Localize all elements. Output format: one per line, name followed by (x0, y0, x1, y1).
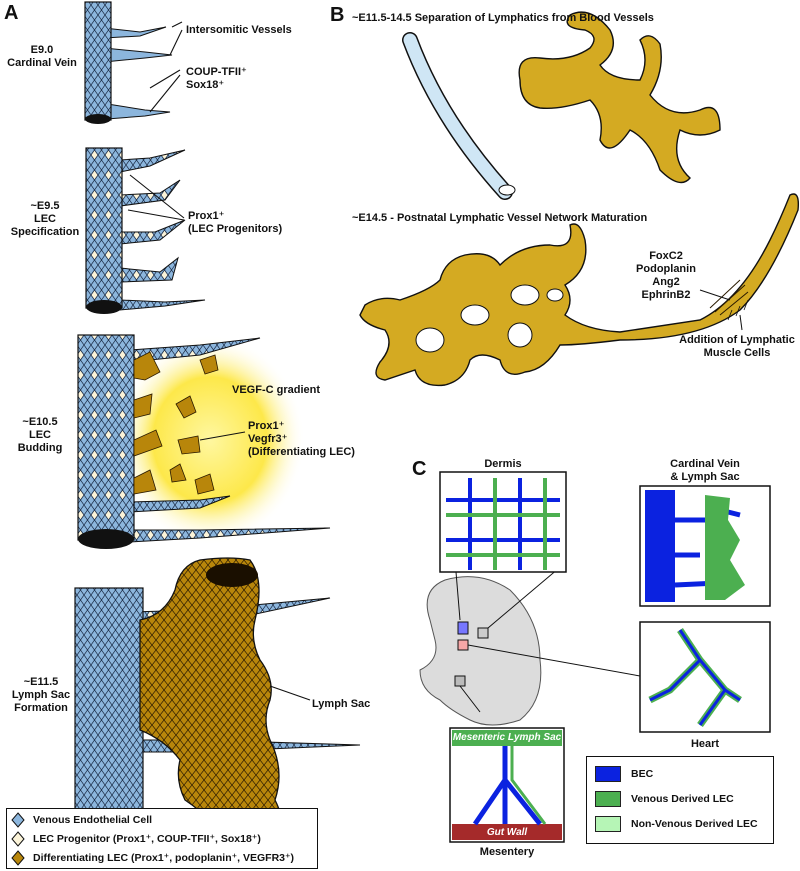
panelB-lymph-early (518, 11, 721, 184)
intersomitic-label: Intersomitic Vessels (186, 24, 292, 36)
muscle-cells-label: Addition of Lymphatic Muscle Cells (679, 334, 795, 359)
panelB-title1: ~E11.5-14.5 Separation of Lymphatics fro… (352, 12, 654, 24)
panelB-lymph-network (359, 193, 800, 387)
mesentery-panel (449, 727, 565, 843)
heart-label: Heart (690, 738, 720, 750)
panel-label-a: A (4, 2, 19, 24)
cardinal-label: Cardinal Vein & Lymph Sac (670, 458, 740, 483)
panelB-title2: ~E14.5 - Postnatal Lymphatic Vessel Netw… (352, 212, 648, 224)
legend-c-row: Venous Derived LEC (587, 786, 773, 811)
venous-lec-swatch (595, 790, 621, 807)
legend-panel-a: Venous Endothelial Cell LEC Progenitor (… (6, 808, 318, 869)
legend-c-row: BEC (587, 761, 773, 786)
legend-a-row: Venous Endothelial Cell (7, 810, 317, 829)
stage4-lymph-sac (74, 557, 361, 848)
legend-a-label: LEC Progenitor (Prox1⁺, COUP-TFII⁺, Sox1… (33, 832, 261, 845)
dermis-panel (439, 471, 567, 573)
coup-label: COUP-TFII⁺ Sox18⁺ (186, 66, 247, 91)
legend-panel-c: BEC Venous Derived LEC Non-Venous Derive… (586, 756, 774, 844)
dermis-label: Dermis (484, 458, 522, 470)
stage-e9-label: E9.0 Cardinal Vein (7, 44, 77, 69)
legend-a-label: Venous Endothelial Cell (33, 813, 153, 826)
venous-cell-icon (11, 811, 25, 828)
bec-swatch (595, 765, 621, 782)
stage-e105-label: ~E10.5 LEC Budding (17, 416, 63, 454)
mesenteric-lymph-sac-label: Mesenteric Lymph Sac (452, 732, 562, 743)
panelB-blood-vessel (402, 32, 516, 200)
prox1-diff-label: Prox1⁺ Vegfr3⁺ (Differentiating LEC) (248, 420, 355, 458)
panelA-leader-lines (127, 21, 311, 701)
panel-label-c: C (412, 458, 427, 480)
markers-label: FoxC2 Podoplanin Ang2 EphrinB2 (636, 250, 696, 301)
stage2-vein (85, 147, 206, 314)
gut-wall-label: Gut Wall (486, 827, 528, 838)
legend-a-row: Differentiating LEC (Prox1⁺, podoplanin⁺… (7, 848, 317, 867)
legend-a-label: Differentiating LEC (Prox1⁺, podoplanin⁺… (33, 851, 295, 864)
heart-panel (639, 621, 771, 733)
stage-e115-label: ~E11.5 Lymph Sac Formation (11, 676, 71, 714)
stage-e95-label: ~E9.5 LEC Specification (10, 200, 80, 238)
lymph-sac-label: Lymph Sac (312, 698, 371, 710)
cardinal-panel (639, 485, 771, 607)
lec-progenitor-icon (11, 830, 25, 847)
non-venous-lec-swatch (595, 815, 621, 832)
legend-c-row: Non-Venous Derived LEC (587, 811, 773, 836)
panel-label-b: B (330, 4, 345, 26)
differentiating-lec-icon (11, 849, 25, 866)
mesentery-label: Mesentery (479, 846, 535, 858)
stage1-vein (84, 1, 173, 124)
legend-c-label: Venous Derived LEC (631, 792, 734, 805)
stage3-vein (77, 334, 331, 549)
panelB-leader-lines (699, 289, 743, 331)
legend-c-label: Non-Venous Derived LEC (631, 817, 758, 830)
embryo (419, 576, 542, 726)
vegfc-label: VEGF-C gradient (232, 384, 321, 396)
legend-a-row: LEC Progenitor (Prox1⁺, COUP-TFII⁺, Sox1… (7, 829, 317, 848)
legend-c-label: BEC (631, 767, 654, 780)
prox1-progenitor-label: Prox1⁺ (LEC Progenitors) (188, 210, 283, 235)
